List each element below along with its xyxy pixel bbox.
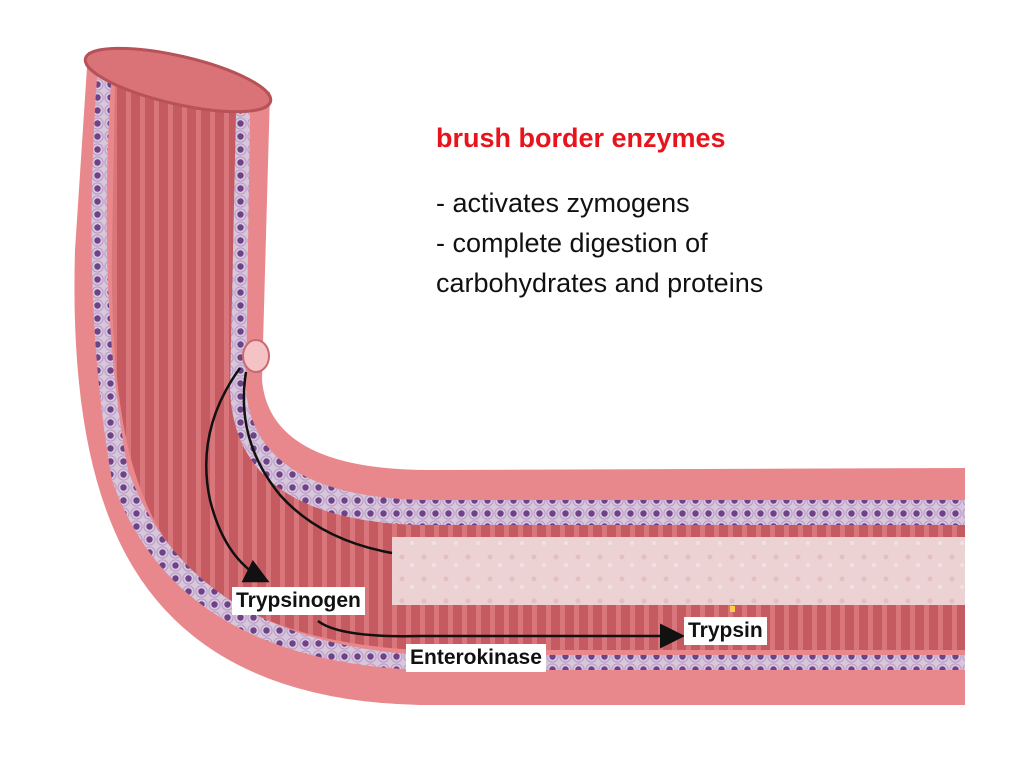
bullet-item: - complete digestion of bbox=[436, 228, 708, 258]
trypsinogen-label: Trypsinogen bbox=[232, 587, 365, 615]
enterokinase-label: Enterokinase bbox=[406, 644, 546, 672]
epithelium-inner bbox=[230, 112, 965, 525]
slide-heading: brush border enzymes bbox=[436, 123, 726, 153]
duct-opening bbox=[242, 339, 270, 373]
bullet-item: - activates zymogens bbox=[436, 188, 690, 218]
trypsin-label: Trypsin bbox=[684, 617, 767, 645]
tissue-section bbox=[392, 537, 965, 605]
text-block: brush border enzymes - activates zymogen… bbox=[436, 118, 996, 303]
bullet-item: carbohydrates and proteins bbox=[436, 268, 764, 298]
duct-arrow-inner bbox=[242, 371, 393, 555]
activation-arrow bbox=[317, 619, 685, 649]
bullet-list: - activates zymogens - complete digestio… bbox=[436, 183, 996, 303]
trypsin-marker bbox=[730, 606, 735, 612]
tube-opening bbox=[83, 46, 273, 114]
duct-arrow-outer bbox=[205, 367, 270, 583]
